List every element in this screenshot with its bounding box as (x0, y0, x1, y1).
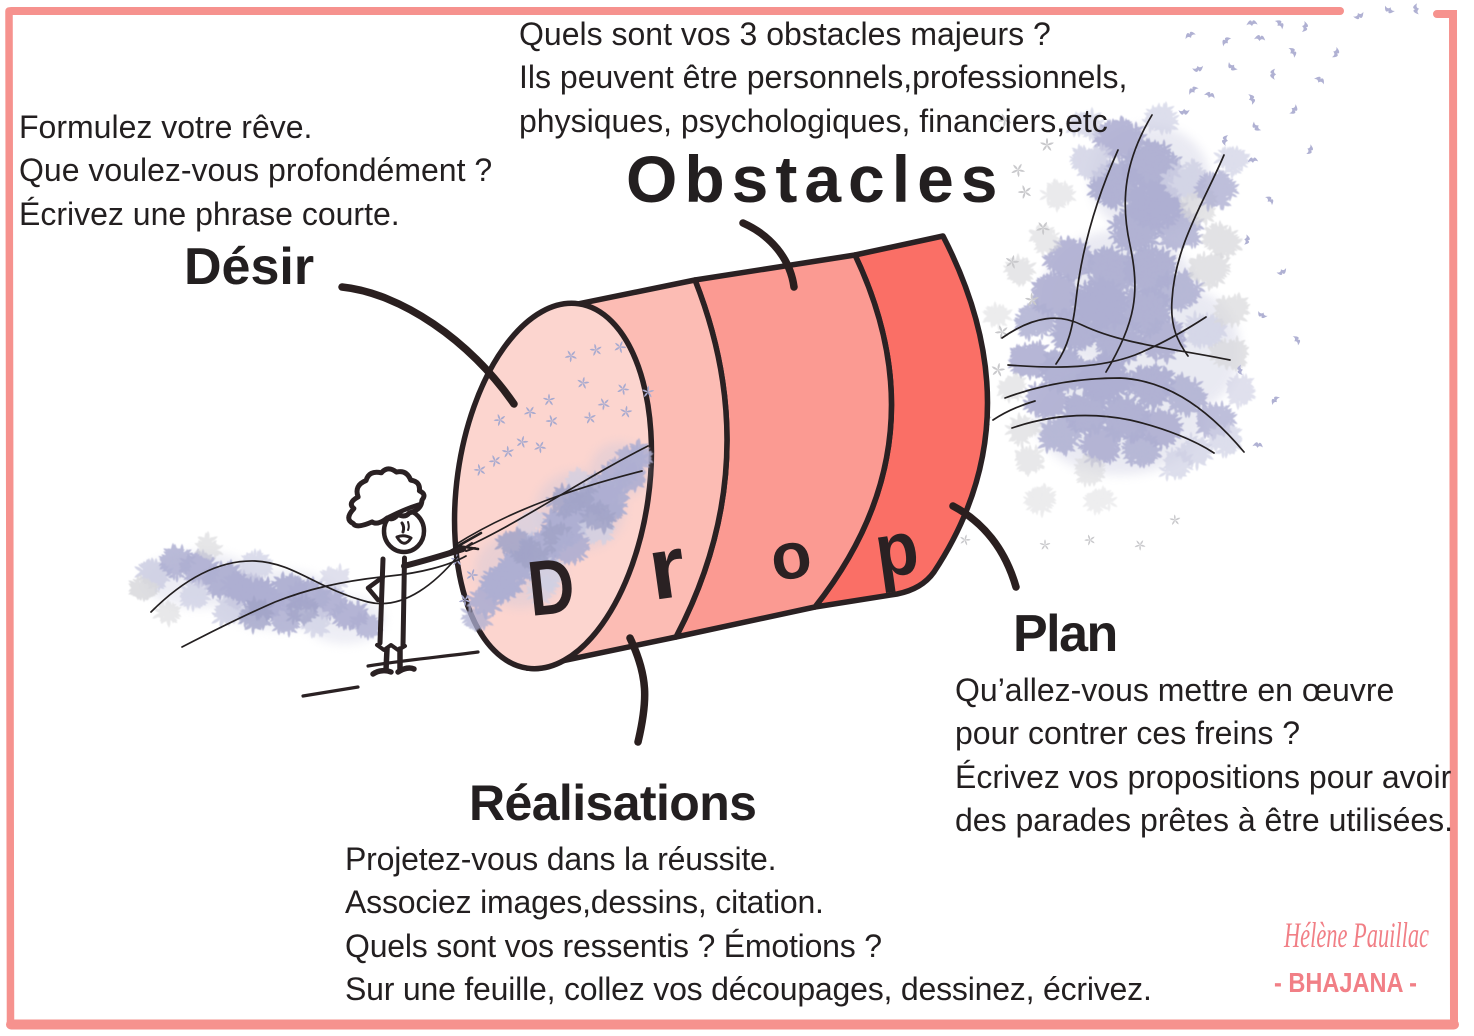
svg-text:- BHAJANA -: - BHAJANA - (1274, 967, 1417, 998)
svg-text:D: D (524, 542, 579, 634)
svg-text:Hélène Pauillac: Hélène Pauillac (1283, 915, 1429, 955)
